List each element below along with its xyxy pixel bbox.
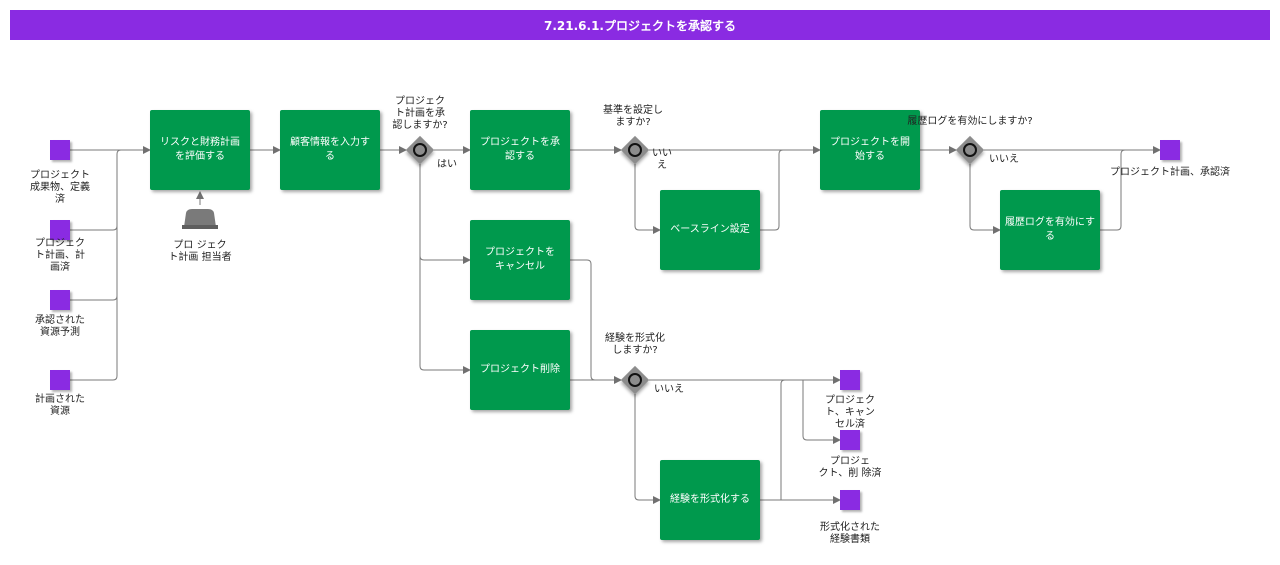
- input-deliverables-label: プロジェクト 成果物、定義 済: [20, 170, 100, 206]
- role-icon: [182, 209, 218, 229]
- task-approve[interactable]: プロジェクトを承認する: [470, 110, 570, 190]
- label-line: ト計画を承: [395, 108, 445, 119]
- task-line: 顧客情報を入力す: [290, 137, 370, 148]
- connector: [760, 149, 784, 231]
- task-baseline[interactable]: ベースライン設定: [660, 190, 760, 270]
- task-line: る: [325, 151, 335, 162]
- task-enable-log[interactable]: 履歴ログを有効にする: [1000, 190, 1100, 270]
- gateway-baseline-label: 基準を設定し ますか?: [593, 105, 673, 129]
- role-label: プロ ジェク ト計画 担当者: [160, 240, 240, 264]
- label-line: プロジェク: [35, 238, 85, 249]
- label-line: プロジェ: [830, 456, 870, 467]
- connector: [70, 154, 118, 381]
- label-line: 済: [55, 194, 65, 205]
- task-line: 履歴ログを有効にする: [1004, 217, 1096, 242]
- task-line: プロジェクトを開: [830, 137, 910, 148]
- task-evaluate[interactable]: リスクと財務計画を評価する: [150, 110, 250, 190]
- label-line: 計画された: [35, 394, 85, 405]
- task-line: プロジェクト削除: [480, 364, 560, 375]
- output-cancelled-label: プロジェク ト、キャン セル済: [810, 395, 890, 431]
- task-formalize[interactable]: 経験を形式化する: [660, 460, 760, 540]
- label-line: 成果物、定義: [30, 182, 90, 193]
- label-line: 承認された: [35, 315, 85, 326]
- label-line: 基準を設定し: [603, 105, 663, 116]
- label-line: しますか?: [612, 345, 658, 356]
- task-line: 経験を形式化する: [670, 494, 750, 505]
- connector: [419, 255, 471, 264]
- label-line: クト、削 除済: [818, 468, 882, 479]
- output-documented-doc: [840, 490, 860, 510]
- label-line: 画済: [50, 262, 70, 273]
- task-line: を評価する: [175, 151, 225, 162]
- label-line: 形式化された: [820, 522, 880, 533]
- connector: [570, 259, 622, 384]
- label-line: プロ ジェク: [173, 240, 227, 251]
- connector: [1100, 149, 1126, 231]
- task-line: プロジェクトを: [485, 247, 555, 258]
- branch-no-experience-label: いいえ: [654, 384, 684, 395]
- output-deleted-doc: [840, 430, 860, 450]
- task-customer-info[interactable]: 顧客情報を入力する: [280, 110, 380, 190]
- task-cancel[interactable]: プロジェクトをキャンセル: [470, 220, 570, 300]
- connector: [969, 164, 1001, 234]
- output-documented-label: 形式化された 経験書類: [810, 522, 890, 546]
- connector: [419, 164, 471, 374]
- diagram-title: 7.21.6.1.プロジェクトを承認する: [10, 10, 1270, 40]
- label-line: 経験書類: [830, 534, 870, 545]
- input-approved-resources-doc: [50, 290, 70, 310]
- output-deleted-label: プロジェ クト、削 除済: [810, 456, 890, 480]
- connector: [634, 164, 661, 234]
- task-line: 始する: [855, 151, 885, 162]
- task-start[interactable]: プロジェクトを開始する: [820, 110, 920, 190]
- connector: [780, 379, 786, 500]
- label-line: 資源予測: [40, 327, 80, 338]
- input-plan-doc: [50, 220, 70, 240]
- gateway-log-label: 履歴ログを有効にしますか?: [907, 116, 1033, 127]
- task-line: ベースライン設定: [670, 224, 750, 235]
- label-line: ますか?: [615, 117, 651, 128]
- label-line: 認しますか?: [392, 120, 448, 131]
- branch-no-baseline-label: いい え: [652, 148, 672, 172]
- task-line: 認する: [505, 151, 535, 162]
- input-deliverables-doc: [50, 140, 70, 160]
- label-line: いい: [652, 148, 672, 159]
- input-plan-label: プロジェク ト計画、計 画済: [20, 238, 100, 274]
- label-line: プロジェク: [825, 395, 875, 406]
- output-cancelled-doc: [840, 370, 860, 390]
- label-line: ト、キャン: [825, 407, 875, 418]
- input-planned-resources-label: 計画された 資源: [20, 394, 100, 418]
- label-line: ト計画、計: [35, 250, 85, 261]
- label-line: ト計画 担当者: [168, 252, 232, 263]
- label-line: プロジェク: [395, 96, 445, 107]
- connector: [802, 380, 841, 444]
- connector: [634, 394, 661, 504]
- label-line: 資源: [50, 406, 70, 417]
- output-approved-doc: [1160, 140, 1180, 160]
- output-approved-label: プロジェクト計画、承認済: [1110, 167, 1230, 178]
- gateway-experience-label: 経験を形式化 しますか?: [595, 333, 675, 357]
- task-delete[interactable]: プロジェクト削除: [470, 330, 570, 410]
- branch-yes-label: はい: [437, 159, 457, 170]
- branch-no-log-label: いいえ: [989, 154, 1019, 165]
- label-line: セル済: [835, 419, 865, 430]
- label-line: 経験を形式化: [605, 333, 665, 344]
- label-line: プロジェクト: [30, 170, 90, 181]
- input-approved-resources-label: 承認された 資源予測: [20, 315, 100, 339]
- label-line: え: [657, 160, 667, 171]
- input-planned-resources-doc: [50, 370, 70, 390]
- task-line: キャンセル: [495, 261, 545, 272]
- gateway-approve-label: プロジェク ト計画を承 認しますか?: [380, 96, 460, 132]
- task-line: プロジェクトを承: [480, 137, 560, 148]
- task-line: リスクと財務計画: [160, 137, 240, 148]
